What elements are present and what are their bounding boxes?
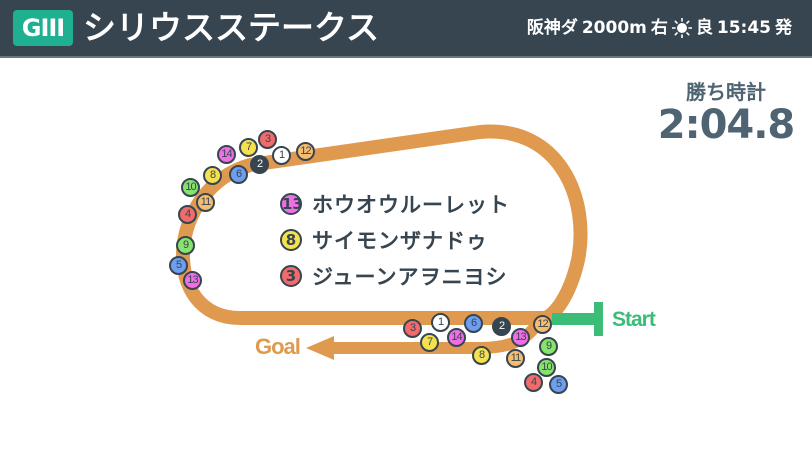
horse-marker-12: 12 <box>533 315 552 334</box>
race-title: シリウスステークス <box>83 8 380 47</box>
winning-time: 2:04.8 <box>657 102 796 148</box>
start-post <box>594 302 603 336</box>
winner-row-1: 13 ホウオウルーレット <box>280 186 510 222</box>
start-label: Start <box>612 308 656 331</box>
horse-marker-2: 2 <box>250 155 269 174</box>
horse-marker-13: 13 <box>183 271 202 290</box>
horse-marker-5: 5 <box>549 375 568 394</box>
sun-icon <box>671 17 693 39</box>
horse-marker-7: 7 <box>420 333 439 352</box>
horse-marker-11: 11 <box>196 193 215 212</box>
start-line <box>552 313 596 325</box>
race-header: GIII シリウスステークス 阪神ダ 2000m 右 良 15:45 発 <box>0 0 812 58</box>
track-condition: 良 <box>695 18 713 38</box>
horse-marker-13: 13 <box>511 328 530 347</box>
horse-marker-10: 10 <box>181 178 200 197</box>
horse-name: ホウオウルーレット <box>312 193 510 217</box>
distance: 2000m <box>581 18 647 38</box>
start-suffix: 発 <box>775 18 792 38</box>
horse-marker-6: 6 <box>464 314 483 333</box>
horse-marker-3: 3 <box>403 319 422 338</box>
winning-time-label: 勝ち時計 <box>686 80 766 104</box>
horse-marker-7: 7 <box>239 138 258 157</box>
horse-marker-9: 9 <box>539 337 558 356</box>
winner-row-2: 8 サイモンザナドゥ <box>280 222 510 258</box>
goal-label: Goal <box>255 334 301 359</box>
direction: 右 <box>650 18 668 38</box>
horse-number-badge: 8 <box>280 229 302 251</box>
top3-list: 13 ホウオウルーレット 8 サイモンザナドゥ 3 ジューンアヲニヨシ <box>280 186 510 294</box>
horse-marker-8: 8 <box>203 166 222 185</box>
goal-arrow-head <box>306 336 334 360</box>
start-time: 15:45 <box>716 18 771 38</box>
horse-marker-14: 14 <box>217 145 236 164</box>
horse-marker-14: 14 <box>447 328 466 347</box>
venue: 阪神ダ <box>526 18 578 38</box>
horse-marker-1: 1 <box>272 146 291 165</box>
race-info: 阪神ダ 2000m 右 良 15:45 発 <box>527 15 792 41</box>
horse-marker-10: 10 <box>537 358 556 377</box>
grade-badge: GIII <box>13 10 73 46</box>
horse-marker-5: 5 <box>169 256 188 275</box>
horse-marker-4: 4 <box>178 205 197 224</box>
horse-number-badge: 3 <box>280 265 302 287</box>
horse-marker-3: 3 <box>258 130 277 149</box>
horse-name: サイモンザナドゥ <box>312 229 488 253</box>
horse-marker-9: 9 <box>176 236 195 255</box>
horse-marker-12: 12 <box>296 142 315 161</box>
horse-marker-2: 2 <box>492 317 511 336</box>
horse-marker-1: 1 <box>431 313 450 332</box>
horse-marker-6: 6 <box>229 165 248 184</box>
horse-marker-11: 11 <box>506 349 525 368</box>
horse-marker-4: 4 <box>524 373 543 392</box>
horse-number-badge: 13 <box>280 193 303 215</box>
horse-marker-8: 8 <box>472 346 491 365</box>
horse-name: ジューンアヲニヨシ <box>312 265 508 289</box>
winner-row-3: 3 ジューンアヲニヨシ <box>280 258 510 294</box>
